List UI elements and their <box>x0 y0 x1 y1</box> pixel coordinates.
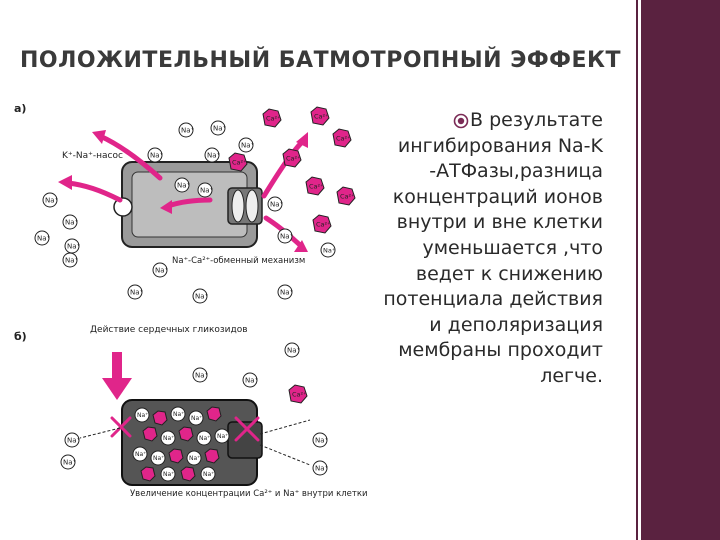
svg-text:Na⁺: Na⁺ <box>153 455 164 462</box>
na-ions-a: Na⁺ Na⁺ Na⁺ Na⁺ Na⁺ Na⁺ Na⁺ Na⁺ Na⁺ Na⁺ … <box>34 120 294 304</box>
svg-text:Na⁺: Na⁺ <box>199 435 210 442</box>
svg-text:Na⁺: Na⁺ <box>177 182 191 190</box>
svg-text:Na⁺: Na⁺ <box>245 377 259 385</box>
svg-text:Na⁺: Na⁺ <box>155 267 169 275</box>
svg-text:Na⁺: Na⁺ <box>130 289 144 297</box>
svg-text:Na⁺: Na⁺ <box>67 243 81 251</box>
svg-text:Na⁺: Na⁺ <box>280 233 294 241</box>
svg-text:Na⁺: Na⁺ <box>163 471 174 478</box>
svg-text:Na⁺: Na⁺ <box>137 412 148 419</box>
cell-diagram: а) б) K⁺-Na⁺-насос Na⁺-Ca²⁺-обменный мех… <box>14 102 368 499</box>
svg-text:Na⁺: Na⁺ <box>315 465 329 473</box>
svg-text:Na⁺: Na⁺ <box>135 451 146 458</box>
ca-ions-a: Ca²⁺ Ca²⁺ Ca²⁺ Ca²⁺ Ca²⁺ Ca²⁺ Ca²⁺ Ca²⁺ … <box>228 106 356 258</box>
bullet-text: В результате ингибирования Na-K -АТФазы,… <box>383 109 603 387</box>
svg-text:Ca²⁺: Ca²⁺ <box>266 115 281 123</box>
svg-text:Na⁺: Na⁺ <box>65 257 79 265</box>
slide-title: ПОЛОЖИТЕЛЬНЫЙ БАТМОТРОПНЫЙ ЭФФЕКТ <box>20 48 622 73</box>
svg-text:Na⁺: Na⁺ <box>163 435 174 442</box>
panel-a-label: а) <box>14 102 26 115</box>
svg-text:Na⁺: Na⁺ <box>65 219 79 227</box>
svg-text:Na⁺: Na⁺ <box>37 235 51 243</box>
circle-bullet-icon <box>453 113 469 129</box>
svg-text:Na⁺: Na⁺ <box>189 455 200 462</box>
svg-text:Na⁺: Na⁺ <box>200 187 214 195</box>
svg-text:Na⁺: Na⁺ <box>63 459 77 467</box>
svg-text:Na⁺: Na⁺ <box>173 411 184 418</box>
increase-label: Увеличение концентрации Ca²⁺ и Na⁺ внутр… <box>130 489 368 499</box>
svg-text:Ca²⁺: Ca²⁺ <box>286 155 301 163</box>
svg-text:Na⁺: Na⁺ <box>150 152 164 160</box>
svg-text:Na⁺: Na⁺ <box>213 125 227 133</box>
svg-text:Na⁺: Na⁺ <box>207 152 221 160</box>
accent-divider <box>636 0 638 540</box>
svg-text:Na⁺: Na⁺ <box>217 433 228 440</box>
svg-text:Na⁺: Na⁺ <box>67 437 81 445</box>
svg-text:Na⁺: Na⁺ <box>203 471 214 478</box>
svg-text:Ca²⁺: Ca²⁺ <box>314 113 329 121</box>
glycoside-arrow <box>102 352 132 400</box>
svg-text:Na⁺: Na⁺ <box>315 437 329 445</box>
pump-channel <box>113 197 133 217</box>
svg-text:Na⁺: Na⁺ <box>195 293 209 301</box>
cell-a <box>113 161 263 248</box>
svg-text:Na⁺: Na⁺ <box>191 415 202 422</box>
exchanger-label: Na⁺-Ca²⁺-обменный механизм <box>172 256 305 266</box>
svg-text:Na⁺: Na⁺ <box>45 197 59 205</box>
ca-ion-b: Ca²⁺ <box>288 384 308 404</box>
ions-inside-b: Na⁺ Na⁺ Na⁺ Na⁺ Na⁺ Na⁺ Na⁺ Na⁺ Na⁺ Na⁺ … <box>132 406 230 482</box>
pump-label: K⁺-Na⁺-насос <box>62 151 123 161</box>
svg-text:Ca²⁺: Ca²⁺ <box>336 135 351 143</box>
svg-text:Na⁺: Na⁺ <box>287 347 301 355</box>
panel-b-label: б) <box>14 330 27 343</box>
svg-text:Ca²⁺: Ca²⁺ <box>316 221 331 229</box>
svg-text:Ca²⁺: Ca²⁺ <box>292 391 307 399</box>
svg-text:Na⁺: Na⁺ <box>241 142 255 150</box>
right-accent-bar <box>641 0 720 540</box>
svg-text:Na⁺: Na⁺ <box>323 247 335 255</box>
svg-text:Na⁺: Na⁺ <box>280 289 294 297</box>
svg-text:Na⁺: Na⁺ <box>181 127 195 135</box>
svg-text:Ca²⁺: Ca²⁺ <box>309 183 324 191</box>
na-ions-b: Na⁺ Na⁺ Na⁺ Na⁺ Na⁺ Na⁺ Na⁺ <box>60 342 329 476</box>
svg-text:Na⁺: Na⁺ <box>270 201 284 209</box>
glycoside-label: Действие сердечных гликозидов <box>90 325 248 335</box>
svg-text:Ca²⁺: Ca²⁺ <box>232 159 247 167</box>
svg-text:Ca²⁺: Ca²⁺ <box>340 193 355 201</box>
blocked-marks <box>110 416 260 442</box>
svg-text:Na⁺: Na⁺ <box>195 372 209 380</box>
